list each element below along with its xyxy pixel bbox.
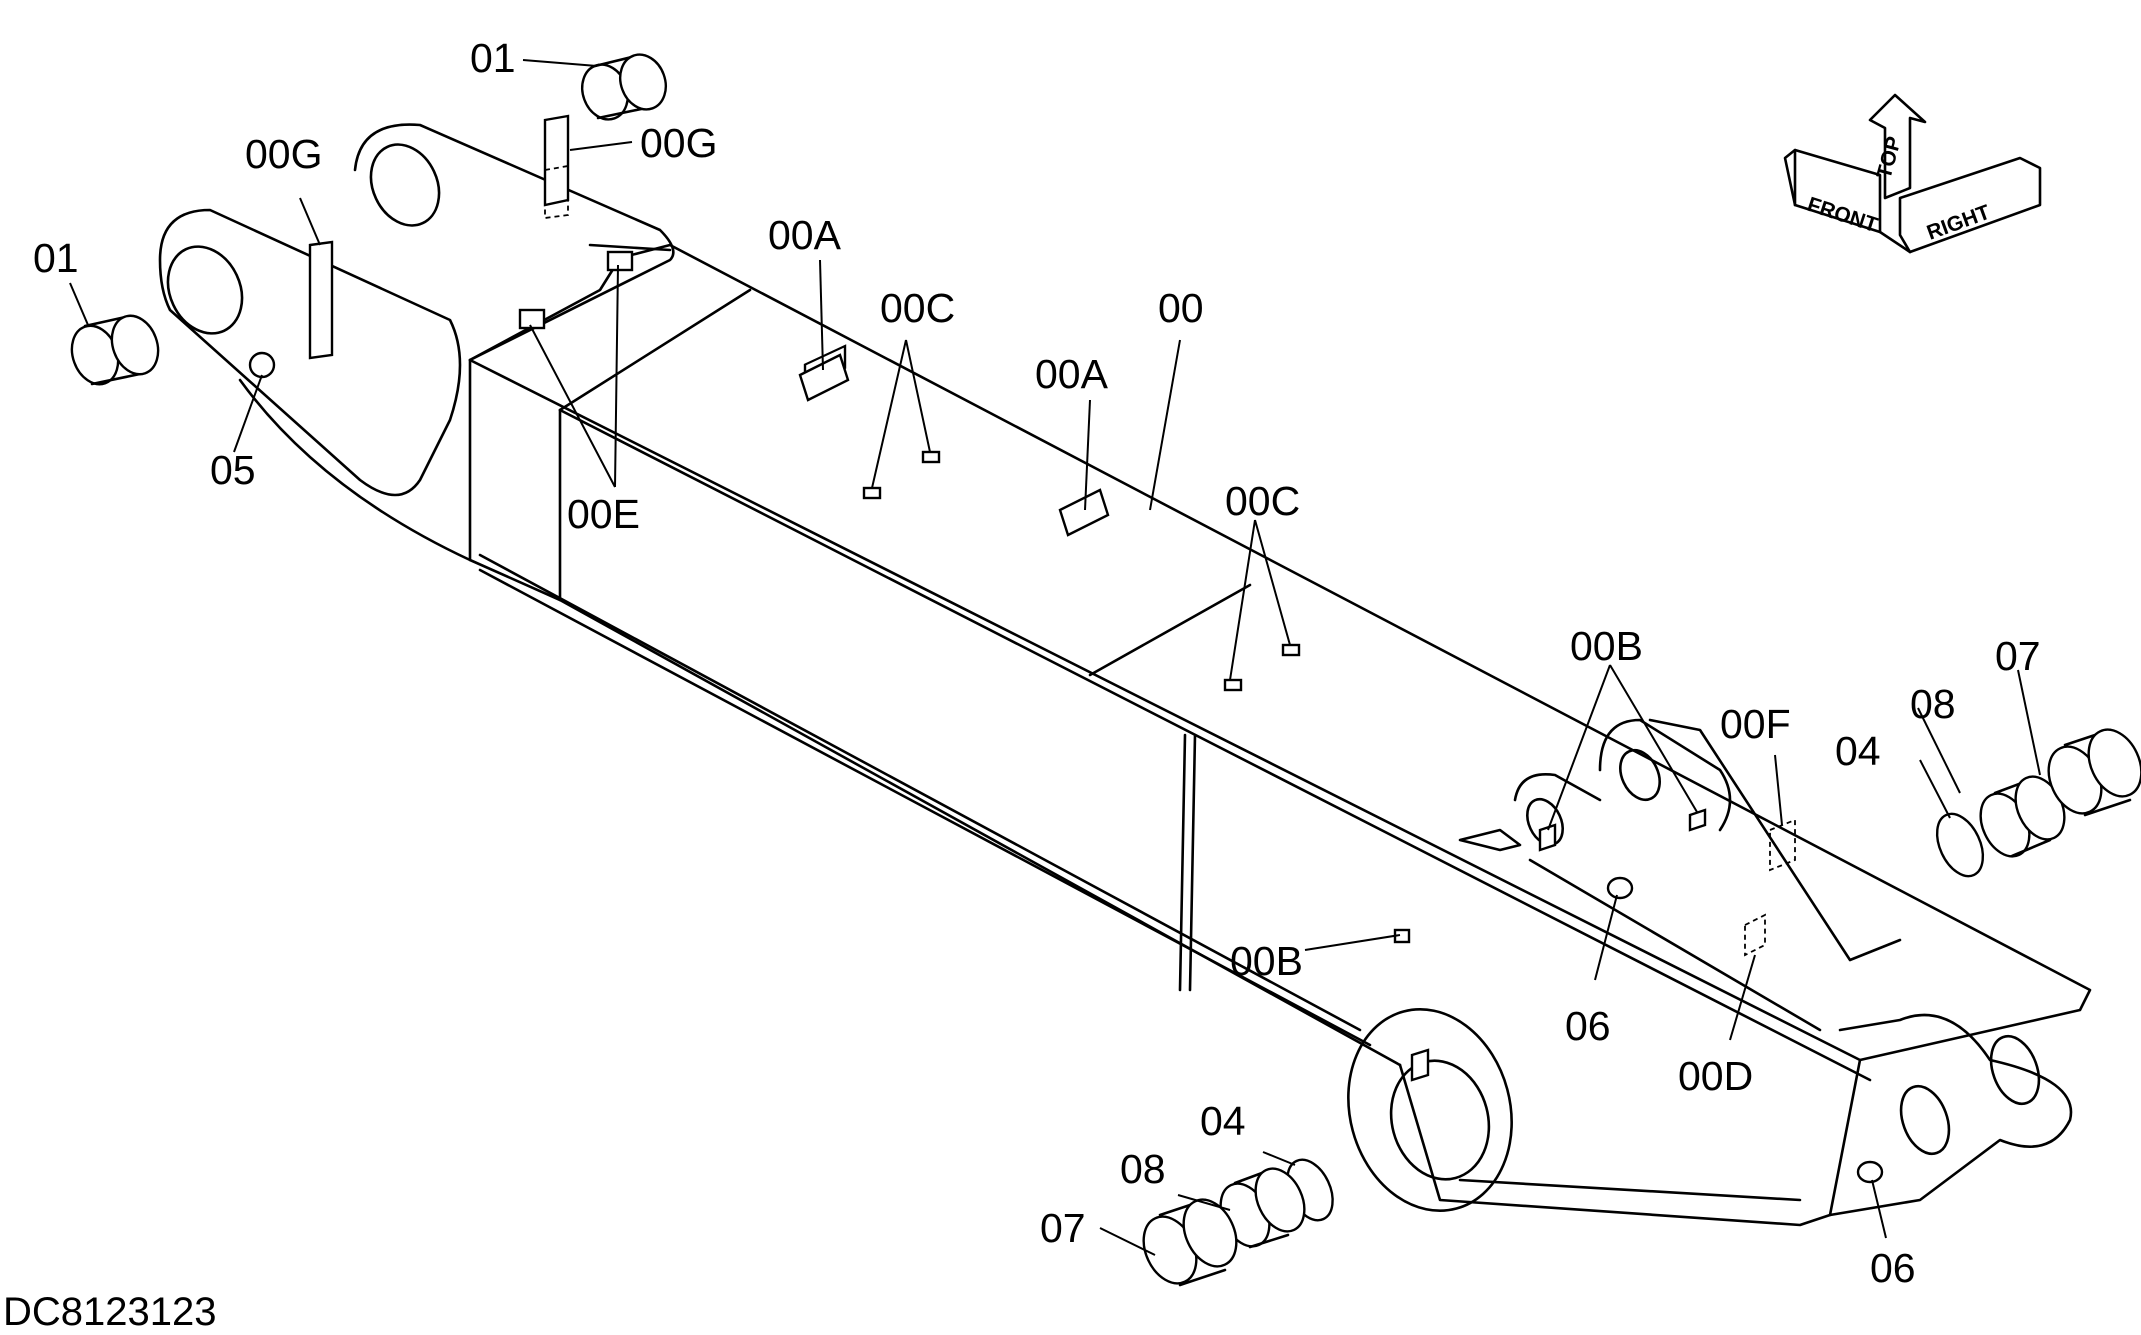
bushings-and-seals xyxy=(70,53,2141,1287)
callouts: 00 00A 00A 00B 00B 00C 00C 00D 00E 00F 0… xyxy=(33,35,2041,1291)
callout-00A: 00A xyxy=(768,212,842,258)
callout-06: 06 xyxy=(1870,1245,1916,1291)
callout-08: 08 xyxy=(1120,1146,1166,1192)
callout-08: 08 xyxy=(1910,681,1956,727)
callout-00: 00 xyxy=(1158,285,1204,331)
callout-00B: 00B xyxy=(1230,938,1303,984)
callout-04: 04 xyxy=(1835,728,1881,774)
orientation-right-label: RIGHT xyxy=(1924,201,1993,245)
leader-lines xyxy=(69,59,2041,1256)
callout-01: 01 xyxy=(470,35,516,81)
callout-07: 07 xyxy=(1040,1205,1086,1251)
weld-brackets xyxy=(518,250,1884,1184)
callout-06: 06 xyxy=(1565,1003,1611,1049)
grease-pipes xyxy=(248,114,570,379)
drawing-id: DC8123123 xyxy=(3,1290,217,1334)
callout-00E: 00E xyxy=(567,491,640,537)
callout-00B: 00B xyxy=(1570,623,1643,669)
arm-body xyxy=(158,123,2092,1227)
callout-00C: 00C xyxy=(880,285,955,331)
callout-00G: 00G xyxy=(640,120,718,166)
callout-07: 07 xyxy=(1995,633,2041,679)
callout-04: 04 xyxy=(1200,1098,1246,1144)
orientation-symbol: FRONT TOP RIGHT xyxy=(1783,93,2042,254)
callout-00C: 00C xyxy=(1225,478,1300,524)
orientation-front-label: FRONT xyxy=(1804,193,1880,237)
callout-00A: 00A xyxy=(1035,351,1109,397)
callout-00G: 00G xyxy=(245,131,323,177)
callout-01: 01 xyxy=(33,235,79,281)
orientation-top-label: TOP xyxy=(1873,134,1906,181)
callout-00D: 00D xyxy=(1678,1053,1753,1099)
callout-00F: 00F xyxy=(1720,701,1791,747)
callout-05: 05 xyxy=(210,447,256,493)
